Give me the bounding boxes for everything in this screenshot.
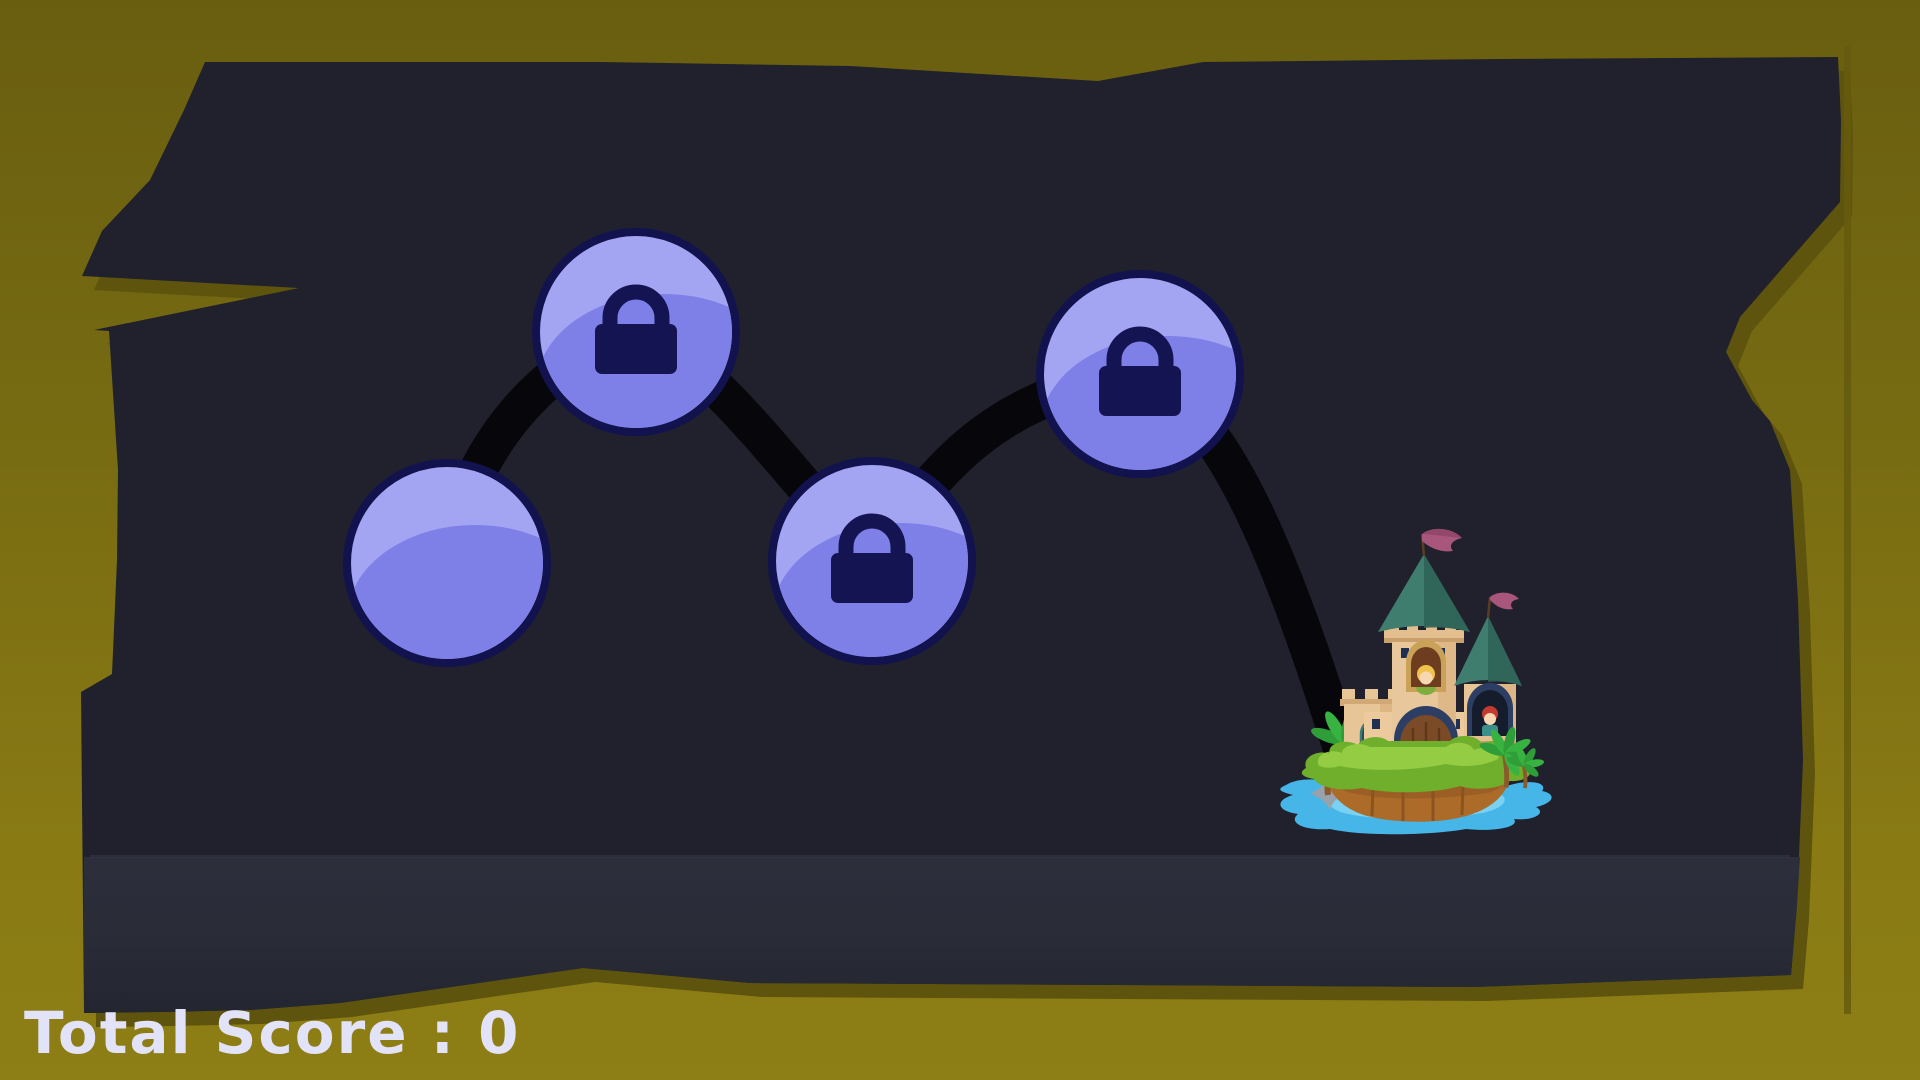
castle-island-illustration (1280, 528, 1552, 835)
strip-seam (90, 855, 1790, 858)
lock-icon (831, 513, 913, 603)
total-score-text: Total Score : 0 (24, 999, 521, 1067)
lock-icon (595, 284, 677, 374)
border-seam (1844, 46, 1851, 1014)
flag-icon (1490, 592, 1519, 610)
map-panel-bottom-strip (84, 857, 1800, 1013)
level-node-2[interactable] (532, 228, 792, 482)
palm-tree-icon (1506, 746, 1544, 789)
level-node-1[interactable] (343, 459, 603, 713)
lock-icon (1099, 326, 1181, 416)
level-node-3[interactable] (768, 457, 1028, 711)
level-node-4[interactable] (1036, 270, 1296, 524)
